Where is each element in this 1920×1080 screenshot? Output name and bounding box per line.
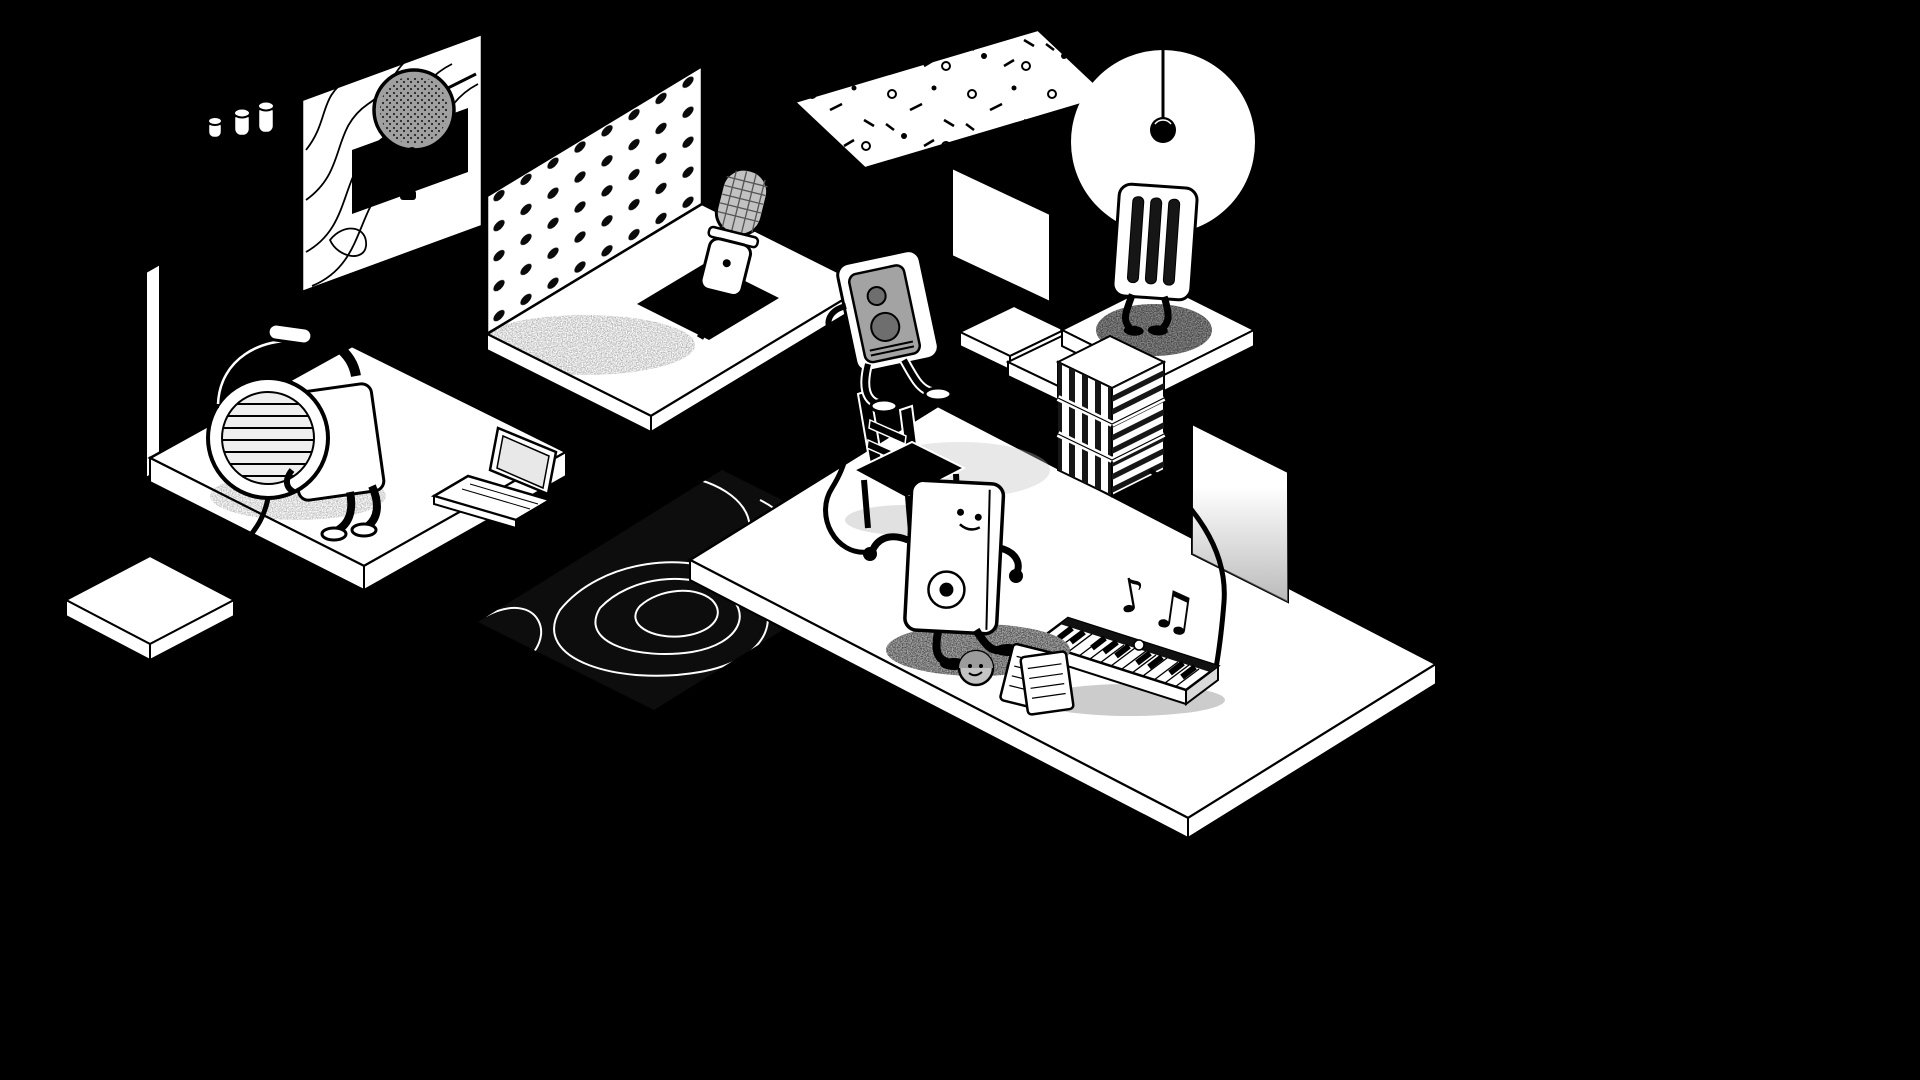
acoustic-slat-character [1101,182,1208,336]
chair-seat [851,440,967,500]
laptop-keys [461,483,539,510]
laptop [430,426,558,530]
headphones-foot [350,522,378,538]
sheet-staff-lines [1027,663,1066,699]
monitor-tweeter [866,286,887,307]
ball-shading [959,651,993,668]
slat-character-foot [1147,325,1168,336]
keyboard-knob [1133,639,1145,651]
headphones-arm [284,468,296,495]
panel-face [951,166,1051,304]
chair-rung [868,418,907,446]
confetti-pattern [795,30,1108,168]
slat-character-foot [1123,325,1144,336]
mic-platform-face [486,332,652,434]
monitor-vents [869,340,915,357]
keyboard-cable [1148,468,1227,669]
walking-speaker-character [823,426,1070,676]
white-panel [951,166,1051,304]
speaker-side-line [985,489,991,630]
headphones-cable [233,497,299,661]
spotlight-circle [1071,3,1255,234]
block-top [207,116,223,126]
slat [1126,196,1145,284]
gooseneck-clamp [400,190,416,200]
sheet-page [1019,650,1075,716]
foam-bars-left [1058,362,1112,496]
headband-pad [266,322,314,346]
volume-blocks [206,100,276,140]
pop-filter-joint [407,147,417,157]
block-top [233,107,251,119]
perforation-holes [487,66,702,334]
speaker-cone-center [939,582,954,597]
studio-microphone [699,167,770,298]
foam-bars-right [1112,362,1164,496]
speaker-eye [974,513,982,521]
monitor-hand [828,328,840,340]
lamp-highlight [1154,119,1172,125]
speaker-body-group [903,478,1006,636]
laptop-display [496,434,550,490]
monitor-hand [938,320,950,332]
slat-character-arm [1101,234,1118,261]
ear-cup-face [221,391,315,485]
back-wall-strip [145,262,161,480]
floor-edge-left [689,558,1189,840]
topographic-panel [300,32,484,294]
monitor-foot [869,398,899,414]
ball-eye [979,664,983,668]
platform-step-face [149,598,235,662]
mic-room [475,63,869,434]
block-top [257,100,275,112]
monitor-speaker-character [825,249,953,414]
speaker-hand [863,547,877,561]
black-keys [1057,625,1197,680]
speaker-smile [959,523,981,531]
speaker-cable [823,426,869,555]
synthesizer-keyboard [1033,616,1225,716]
headphones-foot [320,526,348,542]
studio-floor [687,404,1439,840]
ball-smile [968,671,983,677]
acoustic-foam-stack [1055,334,1167,498]
mic-stand-pole [696,294,728,340]
headphones-character [206,322,386,661]
sheet-music [999,642,1075,716]
pendant-lamp-icon [1150,117,1176,143]
slat [1162,198,1181,286]
lamp-mount [1158,3,1168,13]
music-note-beamed-icon: ♫ [1147,579,1202,645]
ball-eye [968,664,972,668]
face-ball [957,649,995,687]
speaker-hand [1009,569,1023,583]
slat-character-arm [1192,238,1208,266]
laptop-front-edge [433,494,517,530]
monitor-woofer [870,311,901,342]
mic-badge [722,259,731,268]
slat [1144,197,1163,285]
speaker-eye [957,508,965,516]
foam-row-separators [1056,395,1166,463]
monitor-foot [923,386,953,402]
music-notes: ♪ ♫ [1113,566,1201,644]
mic-mesh [717,170,768,235]
pop-filter-mesh [380,76,448,144]
